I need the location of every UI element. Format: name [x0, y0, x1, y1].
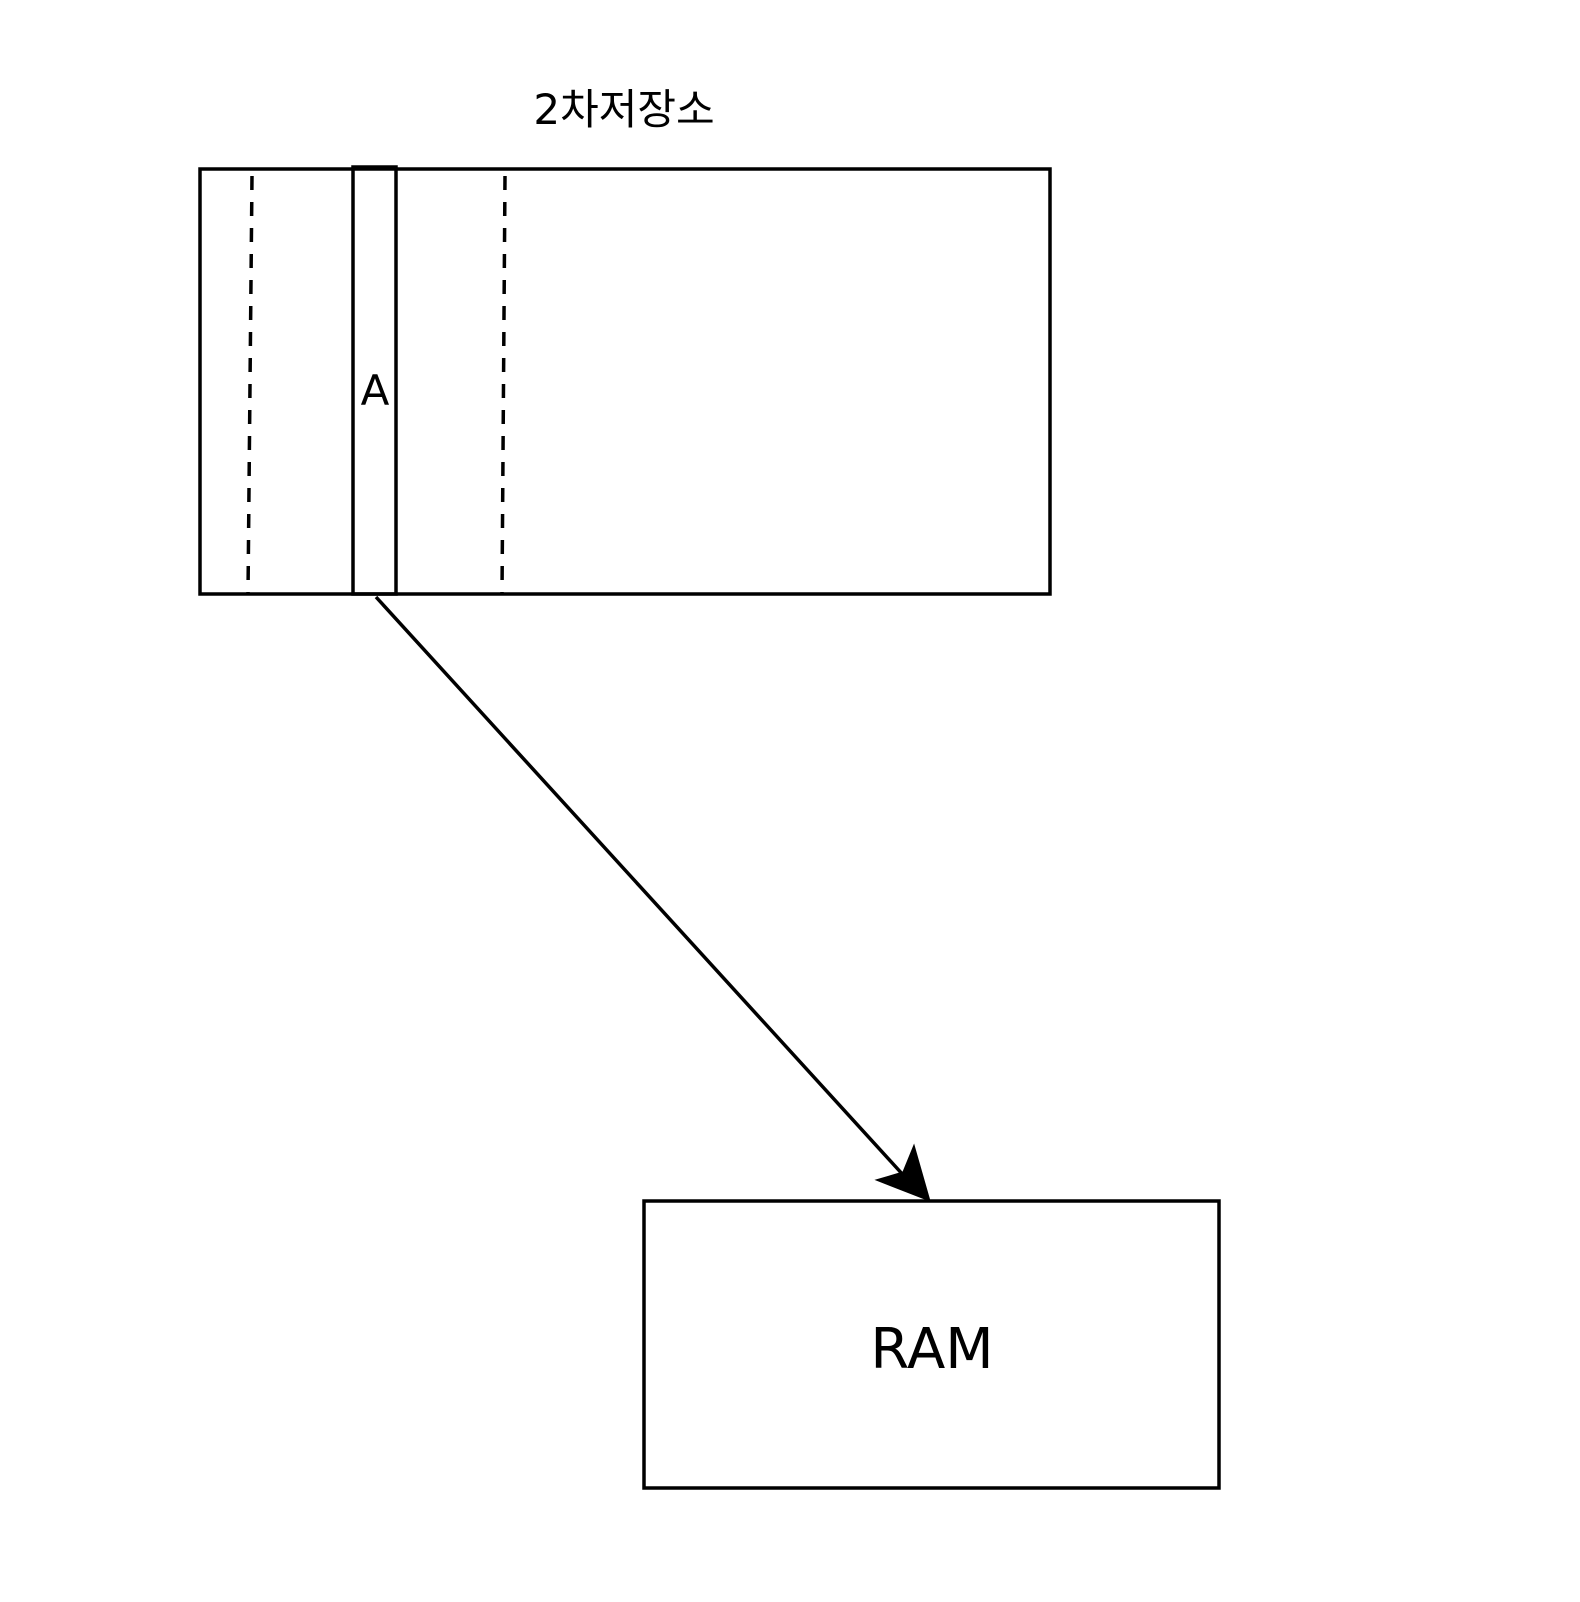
dashed-divider-left [246, 175, 254, 595]
dashed-divider-right [500, 175, 507, 595]
secondary-storage-box [198, 167, 1052, 596]
transfer-arrow-head [874, 1143, 931, 1202]
storage-title: 2차저장소 [533, 85, 714, 134]
ram-box [642, 1199, 1221, 1490]
ram-label: RAM [870, 1317, 993, 1382]
block-a [351, 165, 398, 596]
transfer-arrow-line [374, 595, 907, 1179]
block-a-label: A [361, 366, 390, 415]
